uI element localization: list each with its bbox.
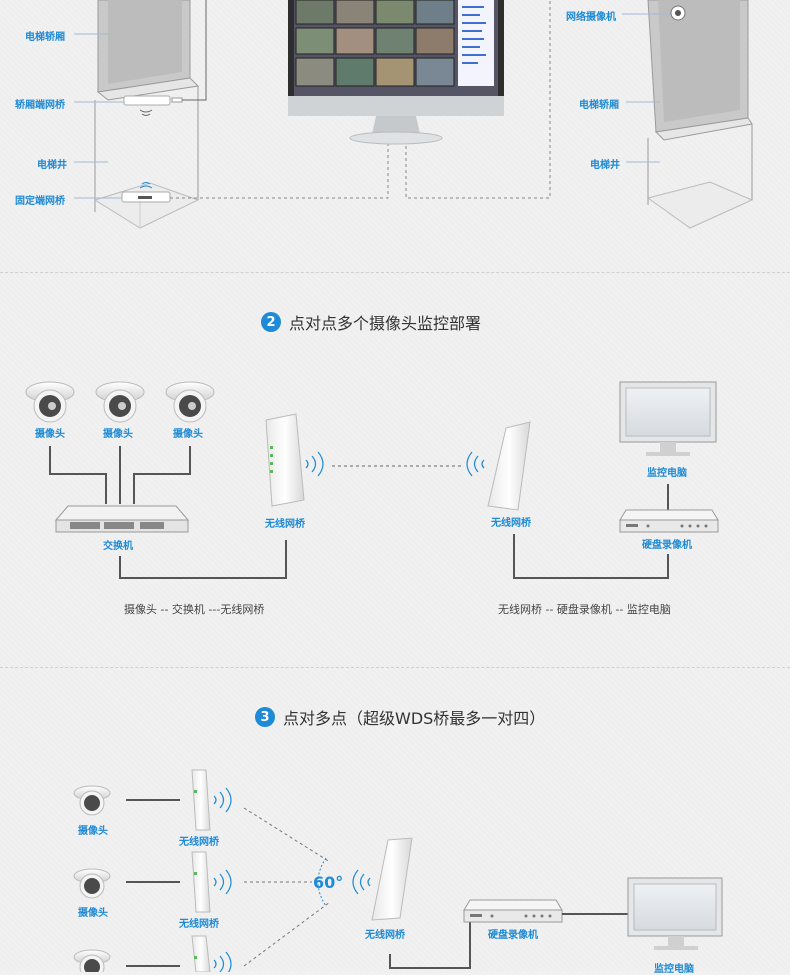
label-camera-1-s2: 摄像头 (35, 429, 65, 440)
label-switch: 交换机 (103, 541, 133, 552)
label-elevator-car-right: 电梯轿厢 (579, 100, 619, 111)
label-bridge-left-s2: 无线网桥 (265, 519, 305, 530)
label-pc-s2: 监控电脑 (647, 468, 687, 479)
label-network-camera: 网络摄像机 (566, 12, 616, 23)
caption-left-s2: 摄像头 -- 交换机 ---无线网桥 (124, 603, 265, 616)
label-shaft-right: 电梯井 (590, 160, 620, 171)
camera-cluster-s2 (25, 381, 215, 423)
cameras-s3 (73, 785, 111, 972)
label-nvr-s2: 硬盘录像机 (642, 540, 692, 551)
section3-title: 点对多点（超级WDS桥最多一对四） (283, 709, 546, 728)
section2-heading: 2 点对点多个摄像头监控部署 (261, 310, 481, 334)
monitor-top (288, 0, 504, 145)
label-pc-s3: 监控电脑 (654, 964, 694, 975)
spread-lines-s3 (243, 807, 331, 967)
section2-number: 2 (261, 312, 281, 332)
label-car-bridge: 轿厢端网桥 (15, 100, 65, 111)
car-bridge-device (123, 95, 171, 106)
nvr-device-s2 (619, 509, 719, 533)
label-camera-1-s3: 摄像头 (78, 826, 108, 837)
label-fixed-bridge: 固定端网桥 (15, 196, 65, 207)
label-bridge-1-s3: 无线网桥 (179, 837, 219, 848)
label-camera-2-s3: 摄像头 (78, 908, 108, 919)
label-nvr-s3: 硬盘录像机 (488, 930, 538, 941)
label-shaft-left: 电梯井 (37, 160, 67, 171)
camera-cables-s2 (49, 446, 191, 504)
label-bridge-center-s3: 无线网桥 (365, 930, 405, 941)
pc-monitor-s3 (627, 877, 723, 950)
section-divider-1 (0, 272, 790, 273)
label-camera-2-s2: 摄像头 (103, 429, 133, 440)
bridge-left-s2 (265, 413, 324, 507)
section3-number: 3 (255, 707, 275, 727)
bridge-center-s3 (352, 837, 413, 921)
label-elevator-car-left: 电梯轿厢 (25, 32, 65, 43)
elevator-right (646, 0, 754, 229)
label-bridge-right-s2: 无线网桥 (491, 518, 531, 529)
bridge-right-s2 (466, 421, 531, 511)
leader-lines-right (622, 13, 670, 163)
elevator-left (93, 0, 200, 229)
nvr-device-s3 (463, 899, 563, 923)
section-divider-2 (0, 667, 790, 668)
camera-cables-s3 (126, 799, 180, 967)
caption-right-s2: 无线网桥 -- 硬盘录像机 -- 监控电脑 (498, 603, 671, 616)
label-camera-3-s2: 摄像头 (173, 429, 203, 440)
section3-heading: 3 点对多点（超级WDS桥最多一对四） (255, 705, 545, 729)
section2-title: 点对点多个摄像头监控部署 (289, 314, 482, 333)
pc-monitor-s2 (619, 381, 717, 456)
switch-device (54, 505, 190, 533)
bridges-s3 (191, 769, 232, 972)
label-bridge-2-s3: 无线网桥 (179, 919, 219, 930)
angle-label: 60° (313, 873, 344, 892)
leader-lines-left (74, 33, 124, 199)
